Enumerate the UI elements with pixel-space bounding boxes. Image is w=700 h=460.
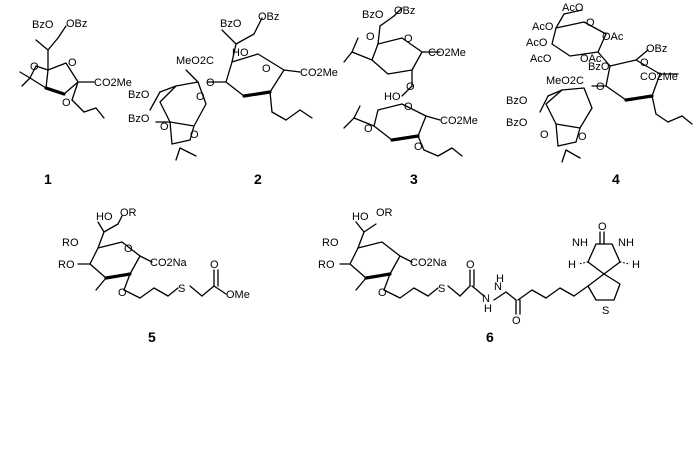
label: MeO2C <box>176 55 214 67</box>
label: O <box>404 101 413 113</box>
imidazolidinone-ring <box>587 243 621 275</box>
compound-2: BzO OBz HO MeO2C CO2Me BzO BzO O O O O O… <box>128 11 338 187</box>
label: CO2Me <box>300 67 338 79</box>
label: O <box>578 131 587 143</box>
ring-4a <box>551 21 607 57</box>
label: BzO <box>362 9 384 21</box>
label: AcO <box>532 21 554 33</box>
label: O <box>196 91 205 103</box>
label: O <box>598 221 607 233</box>
compound-number: 4 <box>612 171 620 187</box>
label: O <box>30 61 39 73</box>
label: OMe <box>226 289 250 301</box>
compound-6: HO OR RO CO2Na RO O S O N N H H O O NH N… <box>318 207 640 345</box>
label: RO <box>62 237 79 249</box>
label: CO2Me <box>640 71 678 83</box>
label: O <box>586 17 595 29</box>
label: CO2Na <box>150 257 188 269</box>
compound-number: 5 <box>148 329 156 345</box>
label: OR <box>120 207 137 219</box>
label: RO <box>58 259 75 271</box>
label: OBz <box>394 5 415 17</box>
label: H <box>484 303 492 315</box>
compound-number: 2 <box>254 171 262 187</box>
label: HO <box>96 211 113 223</box>
ring-1 <box>45 62 79 95</box>
label: O <box>540 129 549 141</box>
label: H <box>568 259 576 271</box>
label: O <box>206 77 215 89</box>
label: O <box>378 287 387 299</box>
compound-3: BzO OBz CO2Me HO CO2Me O O O O O O 3 <box>343 5 478 187</box>
compound-4: AcO AcO AcO OAc AcO OAc BzO OBz MeO2C CO… <box>506 2 693 187</box>
label: BzO <box>506 117 528 129</box>
label: O <box>414 141 423 153</box>
label: NH <box>618 237 634 249</box>
label: BzO <box>128 113 150 125</box>
label: S <box>178 283 185 295</box>
thiophane-ring <box>587 273 621 301</box>
label: OAc <box>580 53 602 65</box>
compound-number: 6 <box>486 329 494 345</box>
label: CO2Na <box>410 257 448 269</box>
label: BzO <box>32 19 54 31</box>
label: BzO <box>506 95 528 107</box>
label: AcO <box>562 2 584 14</box>
label: H <box>632 259 640 271</box>
label: AcO <box>530 53 552 65</box>
ring-2b <box>159 81 207 127</box>
label: O <box>364 123 373 135</box>
label: HO <box>384 91 401 103</box>
label: AcO <box>526 37 548 49</box>
label: S <box>602 305 609 317</box>
label: N <box>494 281 502 293</box>
label: O <box>190 129 199 141</box>
label: O <box>406 81 415 93</box>
label: O <box>62 97 71 109</box>
label: O <box>210 259 219 271</box>
label: O <box>404 33 413 45</box>
compound-1: BzO OBz CO2Me O O O 1 <box>19 18 132 187</box>
label: O <box>124 243 133 255</box>
ring-6 <box>349 241 401 279</box>
label: O <box>596 81 605 93</box>
label: O <box>262 63 271 75</box>
label: CO2Me <box>428 47 466 59</box>
label: NH <box>572 237 588 249</box>
label: S <box>438 283 445 295</box>
label: MeO2C <box>546 75 584 87</box>
label: O <box>512 315 521 327</box>
label: OBz <box>258 11 279 23</box>
compound-number: 3 <box>410 171 418 187</box>
label: O <box>160 121 169 133</box>
ring-2a <box>225 53 285 97</box>
label: O <box>118 287 127 299</box>
compound-5: HO OR RO CO2Na RO O S O OMe O 5 <box>58 207 250 345</box>
label: O <box>640 57 649 69</box>
label: OBz <box>646 43 667 55</box>
label: OAc <box>602 31 624 43</box>
label: CO2Me <box>94 77 132 89</box>
label: HO <box>352 211 369 223</box>
label: H <box>496 273 504 285</box>
label: BzO <box>588 61 610 73</box>
label: RO <box>318 259 335 271</box>
label: OBz <box>66 18 87 30</box>
label: HO <box>232 47 249 59</box>
label: O <box>68 57 77 69</box>
ring-3a <box>371 37 423 75</box>
label: OR <box>376 207 393 219</box>
label: BzO <box>220 18 242 30</box>
label: O <box>466 259 475 271</box>
label: BzO <box>128 89 150 101</box>
label: N <box>482 293 490 305</box>
label: CO2Me <box>440 115 478 127</box>
compound-number: 1 <box>44 171 52 187</box>
label: O <box>366 31 375 43</box>
label: RO <box>322 237 339 249</box>
